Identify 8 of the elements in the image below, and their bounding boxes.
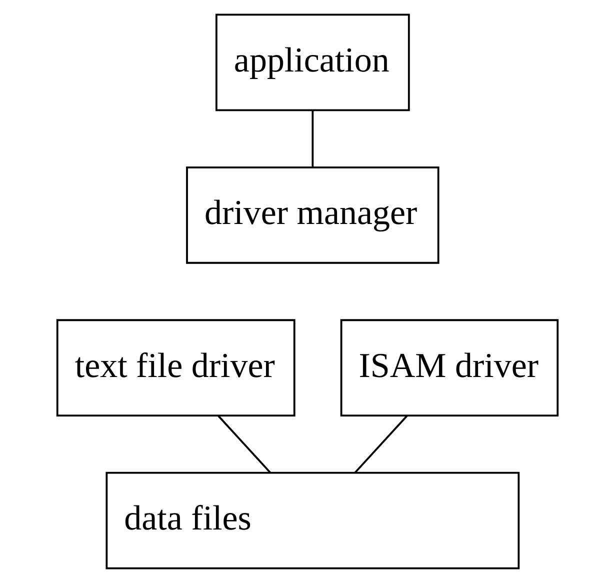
node-box: ISAM driver bbox=[340, 319, 559, 417]
node-box: text file driver bbox=[56, 319, 296, 417]
connector bbox=[354, 415, 408, 474]
node-box: data files bbox=[106, 472, 520, 570]
node-box: application bbox=[215, 14, 410, 112]
node-box: driver manager bbox=[186, 166, 440, 264]
connector bbox=[218, 415, 271, 474]
connector bbox=[312, 110, 314, 168]
